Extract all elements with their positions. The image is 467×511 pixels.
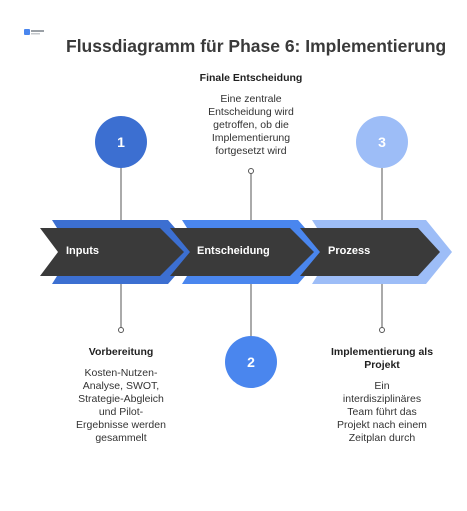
step-3-heading-line: Projekt [364, 359, 400, 371]
step-3-body: Ein interdisziplinäres Team führt das Pr… [312, 380, 452, 445]
step-3-body-line: Projekt nach einem [337, 419, 427, 431]
step-2-body: Eine zentrale Entscheidung wird getroffe… [176, 93, 326, 158]
chevron-inputs [40, 228, 184, 276]
step-2-body-line: fortgesetzt wird [215, 145, 287, 157]
step-number-3: 3 [356, 116, 408, 168]
step-1-text: Vorbereitung Kosten-Nutzen- Analyse, SWO… [56, 346, 186, 445]
arrow-label-inputs: Inputs [66, 245, 99, 257]
step-2-body-line: Entscheidung wird [208, 106, 294, 118]
step-3-body-line: interdisziplinäres [342, 393, 422, 405]
step-1-body-line: Strategie-Abgleich [78, 393, 164, 405]
step-1-body-line: und Pilot- [98, 406, 144, 418]
step-2-body-line: getroffen, ob die [213, 119, 289, 131]
step-3-body-line: Team führt das [347, 406, 417, 418]
step-2-body-line: Eine zentrale [220, 93, 282, 105]
arrow-label-prozess: Prozess [328, 245, 371, 257]
step-number-2: 2 [225, 336, 277, 388]
arrow-label-entscheidung: Entscheidung [197, 245, 270, 257]
step-1-body-line: Ergebnisse werden [76, 419, 166, 431]
stem-3-dot [379, 327, 385, 333]
step-2-text: Finale Entscheidung Eine zentrale Entsch… [176, 72, 326, 158]
step-3-heading: Implementierung als Projekt [312, 346, 452, 372]
step-3-body-line: Zeitplan durch [348, 432, 416, 444]
step-1-heading: Vorbereitung [88, 346, 154, 358]
step-1-body: Kosten-Nutzen- Analyse, SWOT, Strategie-… [56, 367, 186, 445]
step-2-body-line: Implementierung [211, 132, 291, 144]
step-3-text: Implementierung als Projekt Ein interdis… [312, 346, 452, 445]
chevron-prozess [300, 228, 440, 276]
stem-2-dot [248, 168, 254, 174]
logo [24, 29, 44, 35]
step-number-1: 1 [95, 116, 147, 168]
step-1-body-line: gesammelt [95, 432, 147, 444]
step-1-body-line: Analyse, SWOT, [82, 380, 160, 392]
stem-1-dot [118, 327, 124, 333]
chevron-entscheidung [170, 228, 314, 276]
step-3-heading-line: Implementierung als [330, 346, 434, 358]
step-2-heading: Finale Entscheidung [199, 72, 303, 84]
step-1-body-line: Kosten-Nutzen- [84, 367, 158, 379]
step-3-body-line: Ein [374, 380, 390, 392]
page-title: Flussdiagramm für Phase 6: Implementieru… [66, 36, 447, 56]
